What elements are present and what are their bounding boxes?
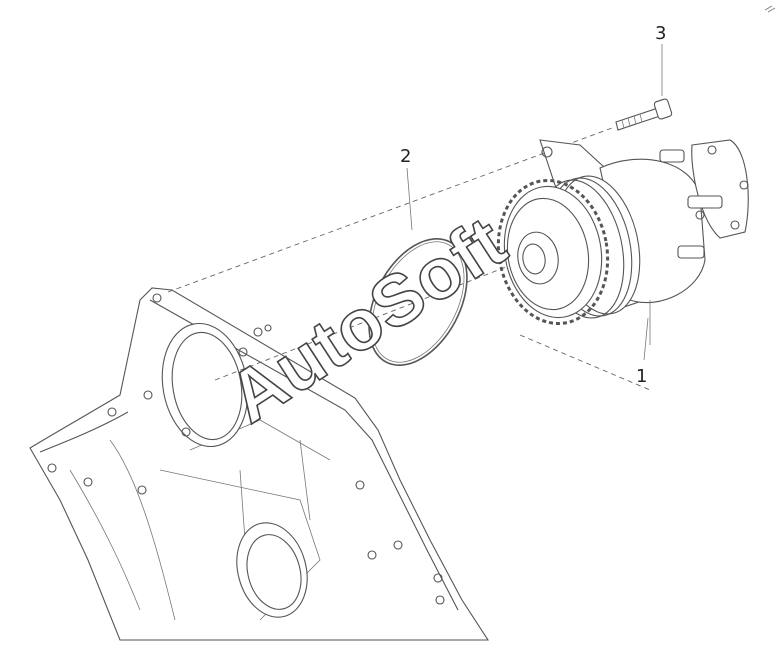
o-ring-part-2 (368, 238, 468, 366)
callout-3: 3 (655, 23, 666, 96)
callout-2: 2 (400, 146, 413, 231)
pump-assembly-part-1 (496, 139, 749, 345)
callout-label-2: 2 (400, 146, 411, 167)
callout-1: 1 (636, 317, 649, 387)
callout-label-1: 1 (636, 366, 647, 387)
watermark-text: AutoSoft (215, 201, 520, 438)
callout-label-3: 3 (655, 23, 666, 44)
corner-mark-icon (764, 5, 776, 13)
timing-housing-cover (29, 287, 490, 641)
bolt-part-3 (615, 98, 673, 131)
